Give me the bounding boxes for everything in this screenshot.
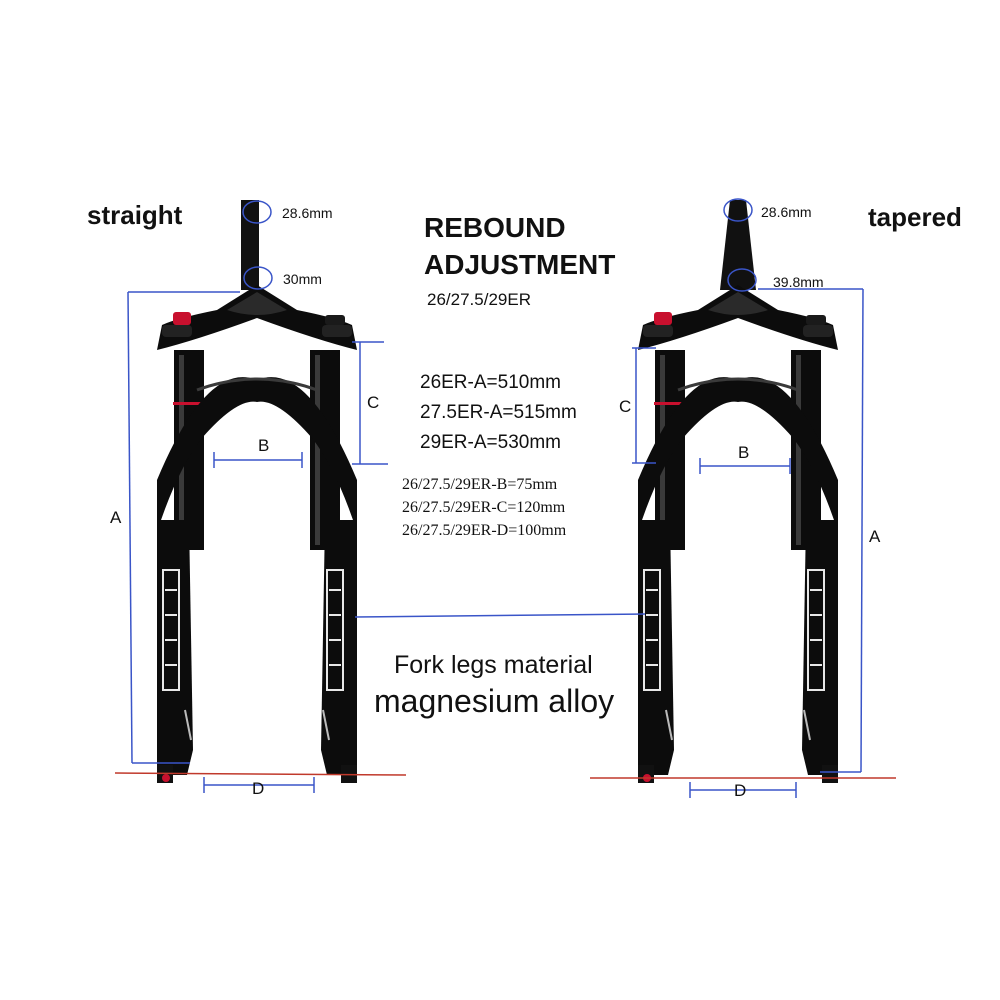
right-fork <box>636 200 840 785</box>
right-dim-a-label: A <box>869 527 881 546</box>
baselines <box>114 772 896 779</box>
left-steerer-bottom-label: 30mm <box>283 271 322 287</box>
feature-line-2: ADJUSTMENT <box>424 249 616 280</box>
right-steerer-top-label: 28.6mm <box>761 204 812 220</box>
right-steerer-bottom-label: 39.8mm <box>773 274 824 290</box>
left-steerer-top-label: 28.6mm <box>282 205 333 221</box>
right-dim-b-label: B <box>738 443 750 462</box>
spec-a-275: 27.5ER-A=515mm <box>420 402 577 423</box>
left-fork-title: straight <box>87 200 183 230</box>
right-fork-title: tapered <box>868 202 962 232</box>
left-dim-a-label: A <box>110 508 122 527</box>
left-dim-d-label: D <box>252 779 265 798</box>
right-dim-d-label: D <box>734 781 747 800</box>
left-dim-b-label: B <box>258 436 270 455</box>
material-line-1: Fork legs material <box>394 651 593 679</box>
spec-a-26: 26ER-A=510mm <box>420 372 561 393</box>
spec-a-29: 29ER-A=530mm <box>420 432 561 453</box>
feature-sizes: 26/27.5/29ER <box>427 290 531 309</box>
right-dim-c-label: C <box>619 397 632 416</box>
dimension-lines <box>127 198 864 798</box>
left-fork <box>155 200 359 785</box>
spec-c: 26/27.5/29ER-C=120mm <box>402 499 566 516</box>
left-dim-c-label: C <box>367 393 380 412</box>
material-line-2: magnesium alloy <box>374 683 615 719</box>
feature-line-1: REBOUND <box>424 212 566 243</box>
spec-b: 26/27.5/29ER-B=75mm <box>402 476 558 493</box>
spec-d: 26/27.5/29ER-D=100mm <box>402 522 567 539</box>
